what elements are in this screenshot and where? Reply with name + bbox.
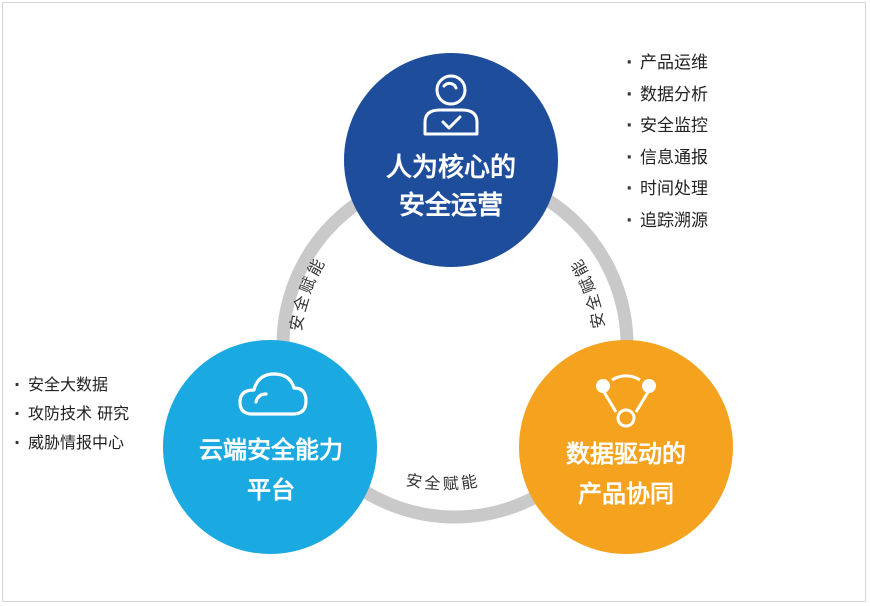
node-data-line2: 产品协同 [578,480,674,508]
list-item: 攻防技术 研究 [14,401,129,430]
cloud-icon [238,372,308,416]
person-check-icon [423,74,479,136]
list-item: 安全大数据 [14,372,129,401]
node-operations: 人为核心的 安全运营 [344,53,558,267]
node-cloud-line1: 云端安全能力 [199,436,343,464]
cloud-feature-list: 安全大数据 攻防技术 研究 威胁情报中心 [14,372,129,459]
node-cloud-line2: 平台 [247,476,295,504]
network-nodes-icon [596,374,656,428]
operations-feature-list: 产品运维 数据分析 安全监控 信息通报 时间处理 追踪溯源 [626,50,708,239]
node-data-line1: 数据驱动的 [566,440,686,468]
node-operations-line2: 安全运营 [399,190,503,221]
list-item: 信息通报 [626,145,708,177]
list-item: 产品运维 [626,50,708,82]
node-cloud: 云端安全能力 平台 [163,340,377,554]
ring-label-bottom: 安全赋能 [405,470,482,493]
list-item: 安全监控 [626,113,708,145]
list-item: 追踪溯源 [626,208,708,240]
list-item: 威胁情报中心 [14,430,129,459]
list-item: 数据分析 [626,82,708,114]
node-data: 数据驱动的 产品协同 [519,340,733,554]
list-item: 时间处理 [626,176,708,208]
node-operations-line1: 人为核心的 [386,152,516,183]
